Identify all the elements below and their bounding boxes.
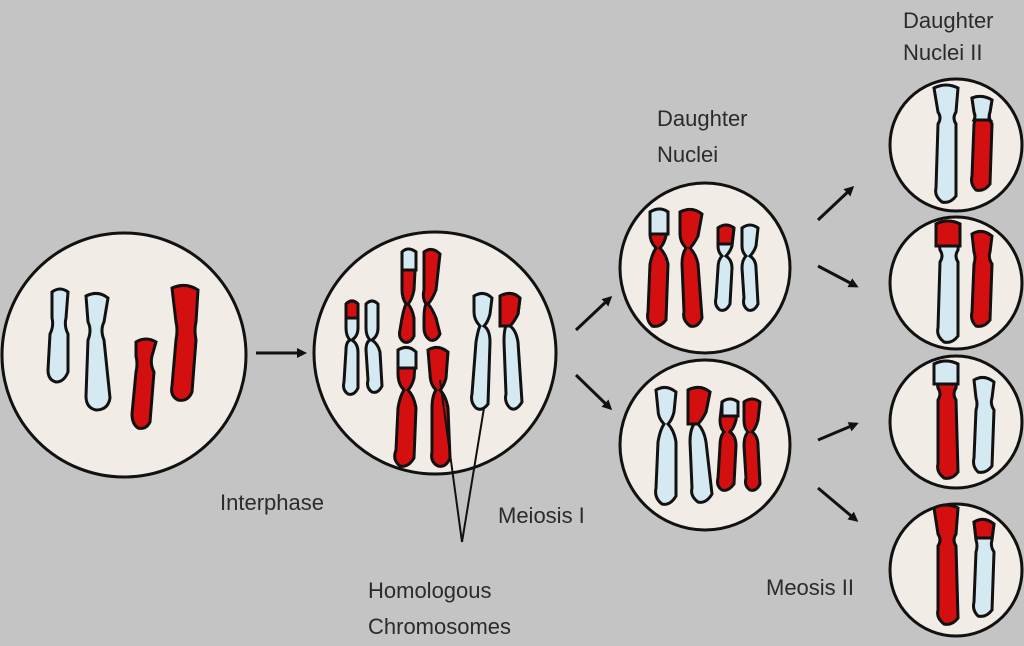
red-chromosome	[130, 337, 158, 430]
arrow-to-nucleus-ii-1	[816, 185, 855, 222]
daughter-nucleus-ii-2	[888, 215, 1024, 351]
blue-chromosome	[46, 287, 70, 384]
arrow-to-daughter-top	[574, 295, 613, 332]
daughter-nucleus-ii-3	[888, 354, 1024, 490]
chromosome-pair	[342, 299, 384, 396]
daughter-nucleus-bottom	[618, 358, 792, 532]
red-chromosome	[170, 283, 200, 402]
daughter-nuclei-label-line2: Nuclei	[657, 142, 719, 167]
daughter-nuclei-label-line1: Daughter	[657, 106, 748, 131]
arrows	[256, 185, 859, 522]
chromosome-pair	[393, 345, 452, 468]
arrow-to-nucleus-ii-2	[817, 264, 859, 288]
chromosome-pair	[398, 247, 442, 344]
daughter-nucleus-ii-1	[888, 77, 1024, 213]
homologous-label-line2: Chromosomes	[368, 614, 512, 639]
chromosome-pair	[470, 291, 524, 411]
blue-chromosome	[84, 291, 112, 412]
homologous-label-line1: Homologous	[368, 578, 492, 603]
arrow-to-nucleus-ii-3	[817, 422, 859, 442]
meiosis-ii-label: Meosis II	[766, 575, 855, 600]
interphase-cell	[0, 231, 248, 479]
daughter-nuclei-ii-label-line2: Nuclei II	[903, 40, 983, 65]
meiosis-i-label: Meiosis I	[498, 503, 585, 528]
arrow-to-daughter-bottom	[574, 373, 613, 411]
interphase-label: Interphase	[220, 490, 324, 515]
daughter-nucleus-ii-4	[888, 502, 1024, 638]
daughter-nucleus-top	[618, 181, 792, 355]
arrow-to-nucleus-ii-4	[817, 486, 859, 522]
meiosis-i-cell	[312, 230, 558, 543]
daughter-nuclei-ii-label-line1: Daughter	[903, 8, 994, 33]
